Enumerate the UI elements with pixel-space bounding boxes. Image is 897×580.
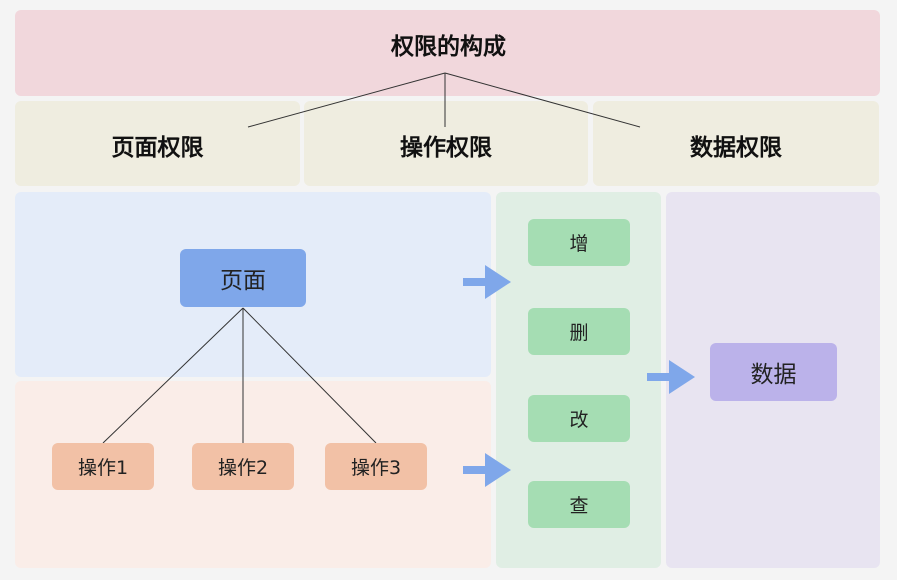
- operation-node-3: 操作3: [325, 443, 427, 490]
- data-node: 数据: [710, 343, 837, 401]
- category-band-page: [15, 101, 300, 186]
- page-to-op3-line: [242, 307, 377, 444]
- operation-node-1: 操作1: [52, 443, 154, 490]
- operation-permission-label: 操作权限: [400, 135, 492, 161]
- crud-node-update: 改: [528, 395, 630, 442]
- crud-node-create: 增: [528, 219, 630, 266]
- crud-node-delete: 删: [528, 308, 630, 355]
- title-band: [15, 10, 880, 96]
- operation-node-2: 操作2: [192, 443, 294, 490]
- diagram-title: 权限的构成: [391, 34, 506, 60]
- crud-node-read: 查: [528, 481, 630, 528]
- page-to-crud-arrow: [463, 265, 511, 299]
- category-band-data: [593, 101, 879, 186]
- data-permission-label: 数据权限: [690, 135, 782, 161]
- title-to-page-permission-line: [247, 72, 446, 128]
- page-to-op1-line: [102, 307, 244, 444]
- page-permission-label: 页面权限: [111, 135, 204, 161]
- operation-to-crud-arrow: [463, 453, 511, 487]
- category-band-operation: [304, 101, 588, 186]
- crud-to-data-arrow: [647, 360, 695, 394]
- page-node: 页面: [180, 249, 306, 307]
- title-to-data-permission-line: [444, 72, 641, 128]
